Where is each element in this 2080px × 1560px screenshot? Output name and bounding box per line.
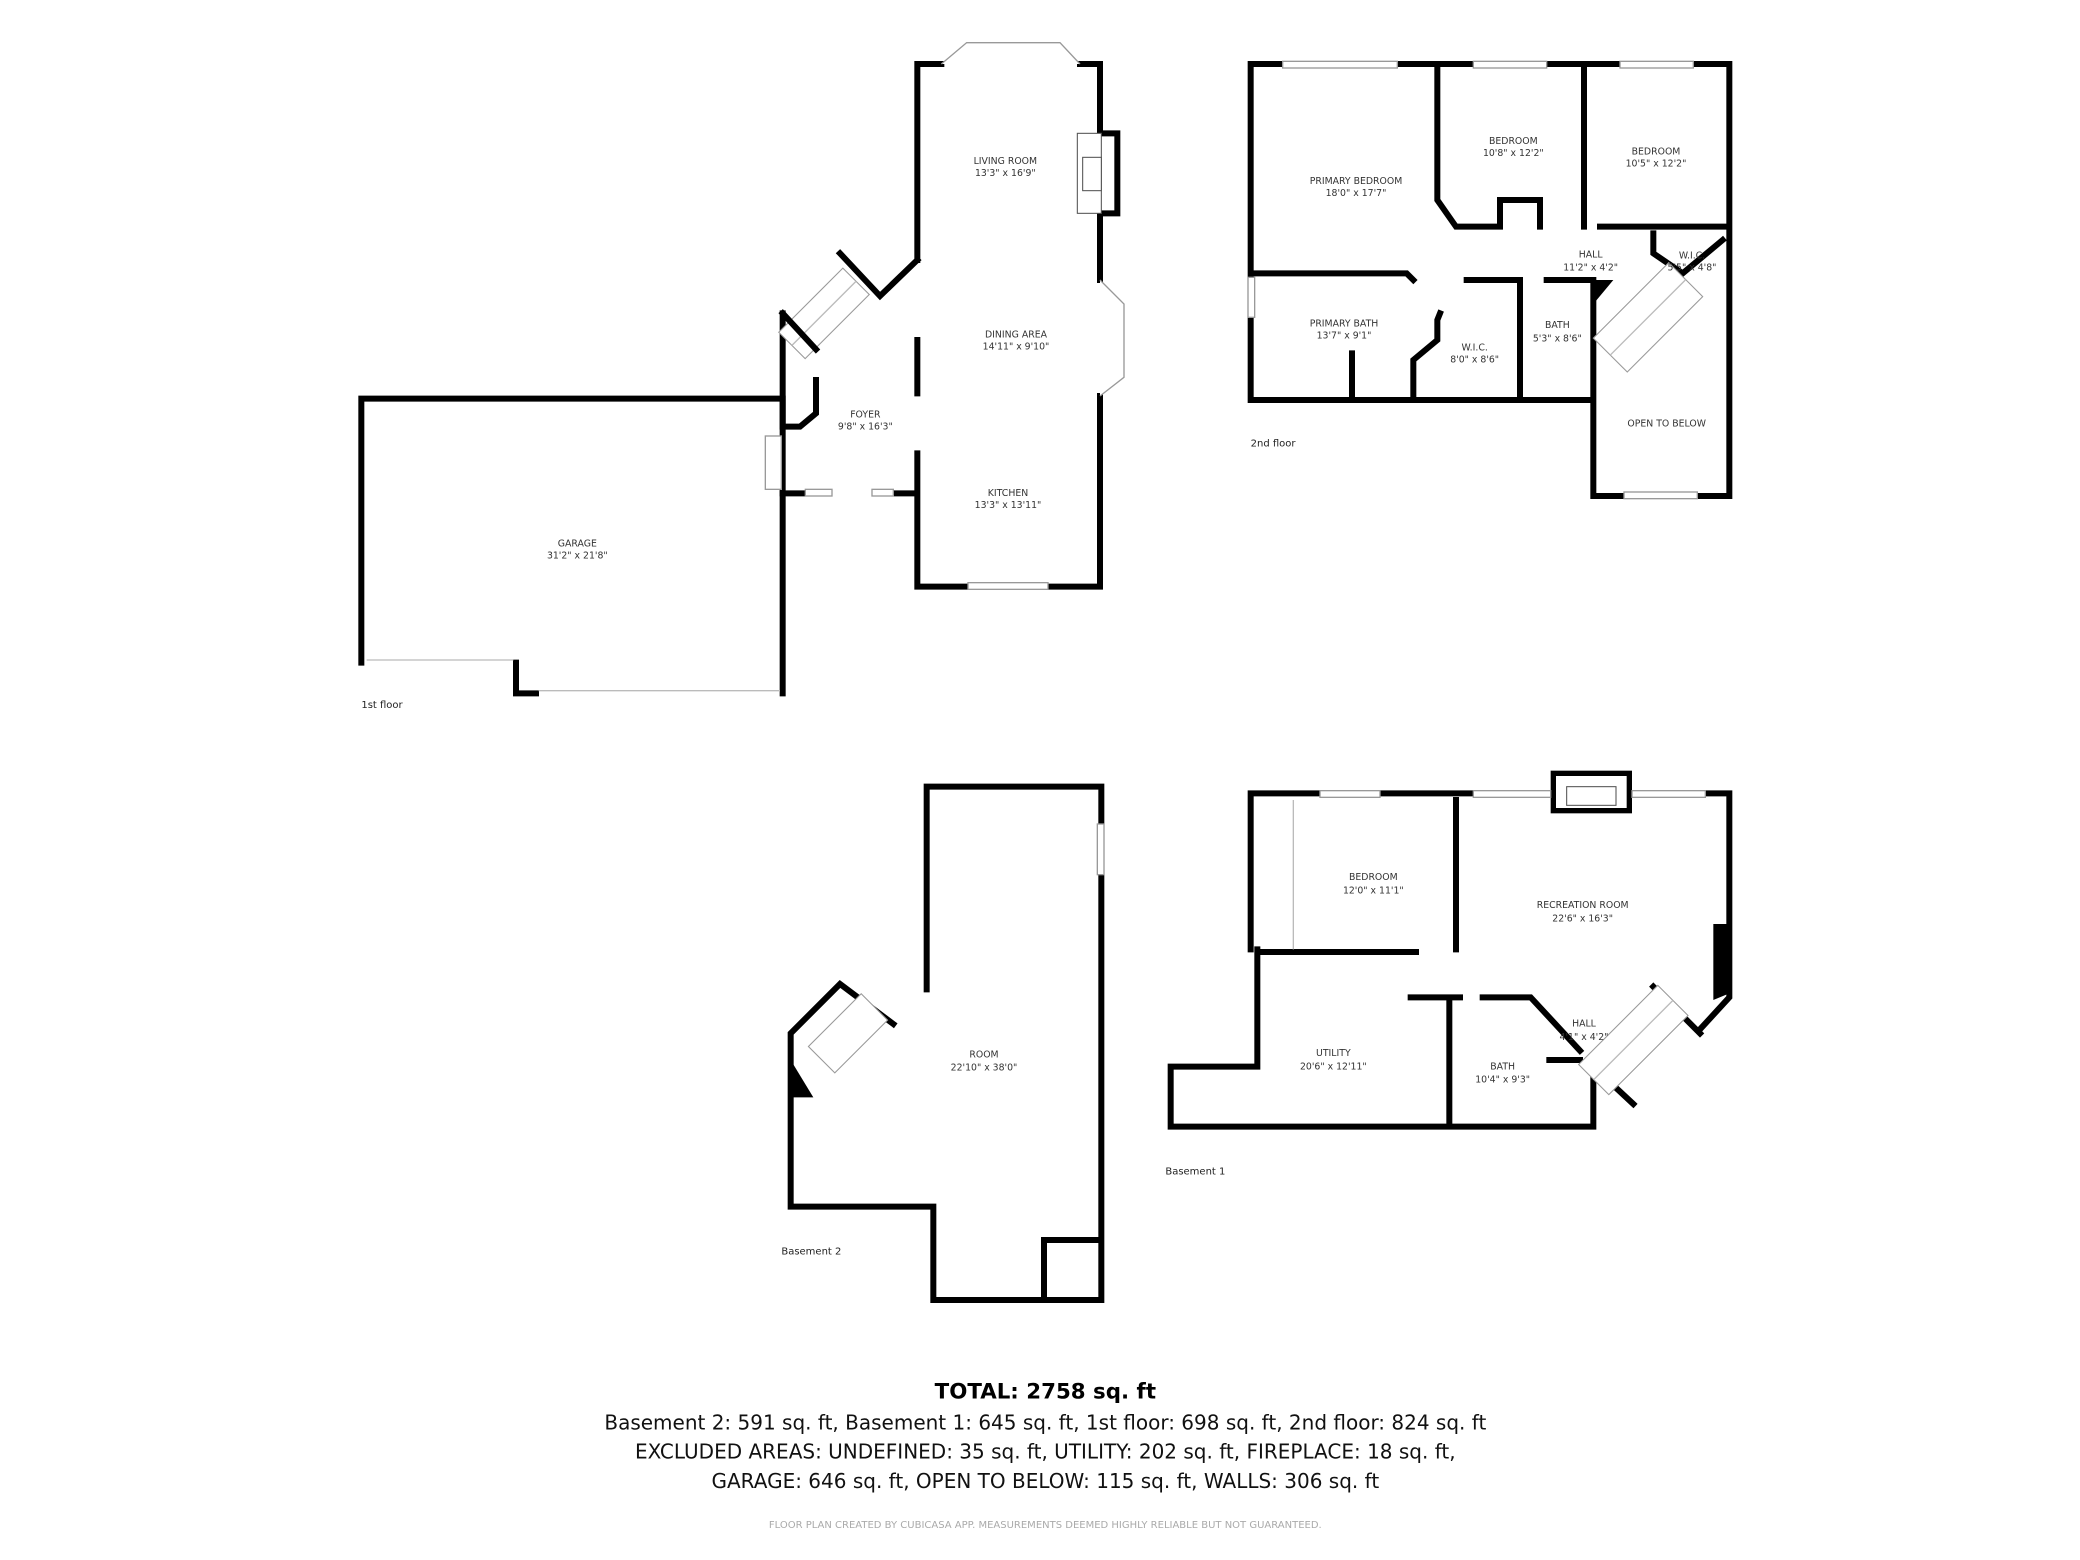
second-floor-plan: PRIMARY BEDROOM 18'0" x 17'7" BEDROOM 10…: [1247, 60, 1733, 500]
floor-label: Basement 2: [781, 1247, 841, 1258]
room-dims: 31'2" x 21'8": [547, 551, 608, 562]
bay-window-side: [1099, 279, 1125, 397]
room-dims: 13'3" x 13'11": [975, 500, 1042, 511]
room-name: W.I.C.: [1462, 343, 1488, 354]
staircase-basement1: [1577, 984, 1689, 1096]
room-dims: 13'3" x 16'9": [975, 168, 1036, 179]
room-name: LIVING ROOM: [974, 156, 1037, 167]
room-name: GARAGE: [558, 539, 597, 550]
basement1-plan: BEDROOM 12'0" x 11'1" RECREATION ROOM 22…: [1165, 770, 1733, 1178]
room-name: PRIMARY BEDROOM: [1310, 176, 1403, 187]
room-name: PRIMARY BATH: [1310, 319, 1379, 330]
room-name: HALL: [1579, 249, 1604, 260]
room-name: BATH: [1490, 1061, 1515, 1072]
floor-areas: Basement 2: 591 sq. ft, Basement 1: 645 …: [604, 1410, 1486, 1434]
room-dims: 10'4" x 9'3": [1475, 1075, 1530, 1086]
basement2-plan: ROOM 22'10" x 38'0" Basement 2: [781, 783, 1105, 1303]
room-dims: 4'1" x 4'2": [1560, 1032, 1609, 1043]
room-dims: 14'11" x 9'10": [983, 341, 1050, 352]
staircase-basement2: [807, 992, 889, 1074]
room-name: FOYER: [850, 409, 881, 420]
room-dims: 5'5" x 4'8": [1668, 263, 1717, 274]
room-name: DINING AREA: [985, 329, 1048, 340]
staircase-second: [1592, 261, 1704, 373]
disclaimer: FLOOR PLAN CREATED BY CUBICASA APP. MEAS…: [769, 1520, 1322, 1531]
excluded-areas-continued: GARAGE: 646 sq. ft, OPEN TO BELOW: 115 s…: [711, 1469, 1379, 1493]
room-dims: 18'0" x 17'7": [1326, 188, 1387, 199]
room-dims: 22'6" x 16'3": [1552, 913, 1613, 924]
room-dims: 12'0" x 11'1": [1343, 885, 1404, 896]
room-dims: 22'10" x 38'0": [951, 1063, 1018, 1074]
room-labels-basement2: ROOM 22'10" x 38'0": [951, 1049, 1018, 1073]
room-labels-second: PRIMARY BEDROOM 18'0" x 17'7" BEDROOM 10…: [1310, 136, 1717, 430]
room-name: BATH: [1545, 320, 1570, 331]
room-dims: 20'6" x 12'11": [1300, 1061, 1367, 1072]
floor-label: 2nd floor: [1251, 439, 1297, 450]
floor-label: Basement 1: [1165, 1167, 1225, 1178]
room-dims: 10'8" x 12'2": [1483, 148, 1544, 159]
garage-walls: [358, 395, 786, 697]
floor-label: 1st floor: [361, 700, 403, 711]
garage-door: [764, 435, 782, 490]
room-dims: 13'7" x 9'1": [1317, 331, 1372, 342]
room-name: BEDROOM: [1489, 136, 1538, 147]
basement2-walls: [787, 783, 1105, 1303]
room-dims: 11'2" x 4'2": [1563, 263, 1618, 274]
excluded-areas: EXCLUDED AREAS: UNDEFINED: 35 sq. ft, UT…: [635, 1440, 1456, 1464]
room-name: W.I.C.: [1679, 251, 1705, 262]
room-dims: 10'5" x 12'2": [1626, 159, 1687, 170]
room-name: BEDROOM: [1632, 147, 1681, 158]
room-name: UTILITY: [1316, 1048, 1351, 1059]
basement1-walls: [1167, 790, 1733, 1130]
room-labels-first: LIVING ROOM 13'3" x 16'9" DINING AREA 14…: [547, 156, 1049, 562]
room-name: OPEN TO BELOW: [1627, 419, 1706, 430]
first-floor-plan: LIVING ROOM 13'3" x 16'9" DINING AREA 14…: [358, 42, 1125, 711]
room-name: KITCHEN: [988, 488, 1028, 499]
room-labels-basement1: BEDROOM 12'0" x 11'1" RECREATION ROOM 22…: [1300, 872, 1629, 1086]
room-dims: 8'0" x 8'6": [1450, 355, 1499, 366]
area-summary: TOTAL: 2758 sq. ft Basement 2: 591 sq. f…: [604, 1380, 1486, 1531]
room-name: ROOM: [969, 1049, 998, 1060]
staircase-first: [777, 267, 871, 360]
room-dims: 5'3" x 8'6": [1533, 333, 1582, 344]
total-area: TOTAL: 2758 sq. ft: [935, 1380, 1156, 1405]
room-name: RECREATION ROOM: [1537, 900, 1629, 911]
room-name: HALL: [1572, 1019, 1597, 1030]
room-name: BEDROOM: [1349, 872, 1398, 883]
room-dims: 9'8" x 16'3": [838, 421, 893, 432]
bay-window-top: [940, 42, 1081, 65]
